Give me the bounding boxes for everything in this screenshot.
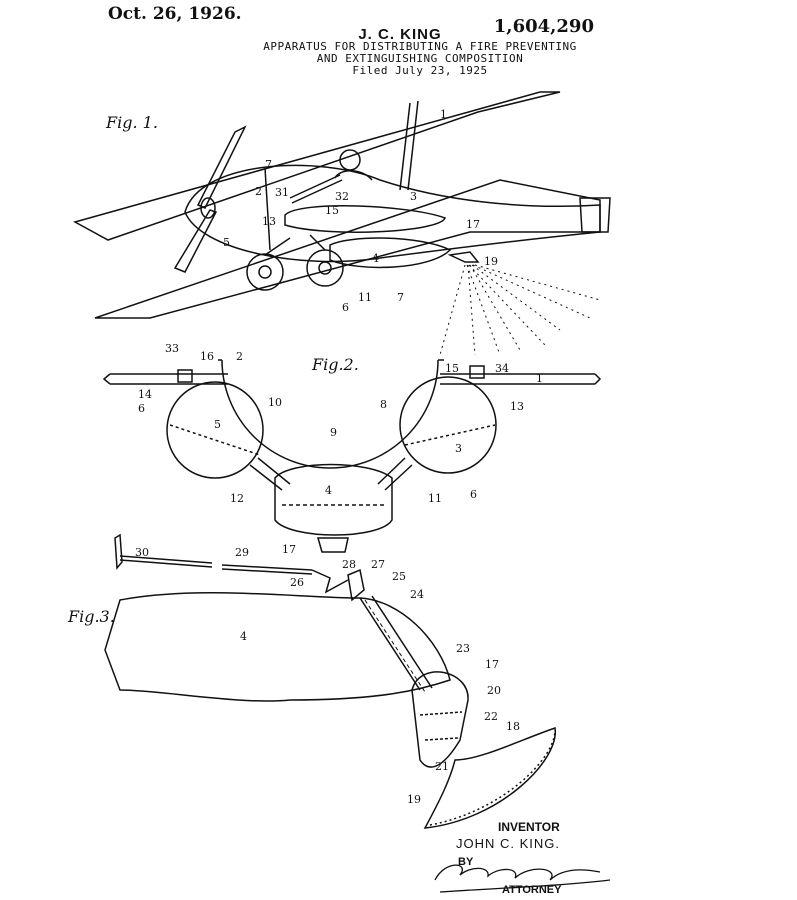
ref-numeral: 12 xyxy=(230,492,244,505)
patent-number: 1,604,290 xyxy=(493,16,594,37)
title-line-2: AND EXTINGUISHING COMPOSITION xyxy=(316,52,524,65)
ref-numeral: 17 xyxy=(485,658,499,671)
ref-numeral: 4 xyxy=(372,252,379,265)
title-line-1: APPARATUS FOR DISTRIBUTING A FIRE PREVEN… xyxy=(263,40,577,53)
ref-numeral: 23 xyxy=(456,642,470,655)
ref-numeral: 11 xyxy=(358,291,372,304)
attorney-signature xyxy=(434,864,611,893)
ref-numeral: 20 xyxy=(487,684,501,697)
ref-numeral: 32 xyxy=(335,190,349,203)
ref-numeral: 26 xyxy=(290,576,304,589)
figure-3-numerals: 30 29 28 27 25 26 24 4 23 17 20 22 18 21… xyxy=(135,546,520,806)
ref-numeral: 6 xyxy=(138,402,145,415)
ref-numeral: 15 xyxy=(445,362,459,375)
figure-1-biplane xyxy=(73,91,611,356)
ref-numeral: 28 xyxy=(342,558,356,571)
ref-numeral: 33 xyxy=(165,342,179,355)
ref-numeral: 18 xyxy=(506,720,520,733)
ref-numeral: 21 xyxy=(435,760,449,773)
ref-numeral: 7 xyxy=(265,158,272,171)
ref-numeral: 1 xyxy=(440,108,447,121)
ref-numeral: 2 xyxy=(236,350,243,363)
ref-numeral: 14 xyxy=(138,388,152,401)
attorney-label: ATTORNEY xyxy=(502,884,562,896)
ref-numeral: 8 xyxy=(380,398,387,411)
ref-numeral: 24 xyxy=(410,588,424,601)
ref-numeral: 7 xyxy=(397,291,404,304)
filed-date: Filed July 23, 1925 xyxy=(352,64,488,77)
ref-numeral: 30 xyxy=(135,546,149,559)
ref-numeral: 6 xyxy=(342,301,349,314)
figure-2-numerals: 33 16 2 15 34 1 14 6 10 8 13 5 9 3 4 12 … xyxy=(138,342,543,556)
ref-numeral: 22 xyxy=(484,710,498,723)
ref-numeral: 5 xyxy=(214,418,221,431)
ref-numeral: 17 xyxy=(466,218,480,231)
ref-numeral: 15 xyxy=(325,204,339,217)
inventor-short-name: J. C. KING xyxy=(358,26,442,43)
patent-date: Oct. 26, 1926. xyxy=(108,4,242,24)
ref-numeral: 19 xyxy=(484,255,498,268)
ref-numeral: 19 xyxy=(407,793,421,806)
figure-3-label: Fig.3. xyxy=(68,607,115,626)
ref-numeral: 4 xyxy=(325,484,332,497)
figure-2-label: Fig.2. xyxy=(312,355,359,374)
ref-numeral: 9 xyxy=(330,426,337,439)
ref-numeral: 3 xyxy=(410,190,417,203)
inventor-name: JOHN C. KING. xyxy=(456,836,561,851)
ref-numeral: 13 xyxy=(262,215,276,228)
ref-numeral: 11 xyxy=(428,492,442,505)
ref-numeral: 17 xyxy=(282,543,296,556)
ref-numeral: 13 xyxy=(510,400,524,413)
figure-1-numerals: 1 7 2 31 32 3 13 15 17 5 19 4 6 11 7 xyxy=(223,108,498,314)
ref-numeral: 4 xyxy=(240,630,247,643)
inventor-label: INVENTOR xyxy=(498,820,560,834)
ref-numeral: 3 xyxy=(455,442,462,455)
ref-numeral: 2 xyxy=(255,185,262,198)
ref-numeral: 29 xyxy=(235,546,249,559)
figure-2-section xyxy=(102,359,602,553)
figure-1-label: Fig. 1. xyxy=(106,113,158,132)
ref-numeral: 25 xyxy=(392,570,406,583)
ref-numeral: 34 xyxy=(495,362,509,375)
ref-numeral: 31 xyxy=(275,186,289,199)
ref-numeral: 27 xyxy=(371,558,385,571)
ref-numeral: 10 xyxy=(268,396,282,409)
ref-numeral: 1 xyxy=(536,372,543,385)
ref-numeral: 6 xyxy=(470,488,477,501)
ref-numeral: 5 xyxy=(223,236,230,249)
by-label: BY xyxy=(458,856,474,868)
figure-3-nozzle xyxy=(104,533,556,829)
ref-numeral: 16 xyxy=(200,350,214,363)
